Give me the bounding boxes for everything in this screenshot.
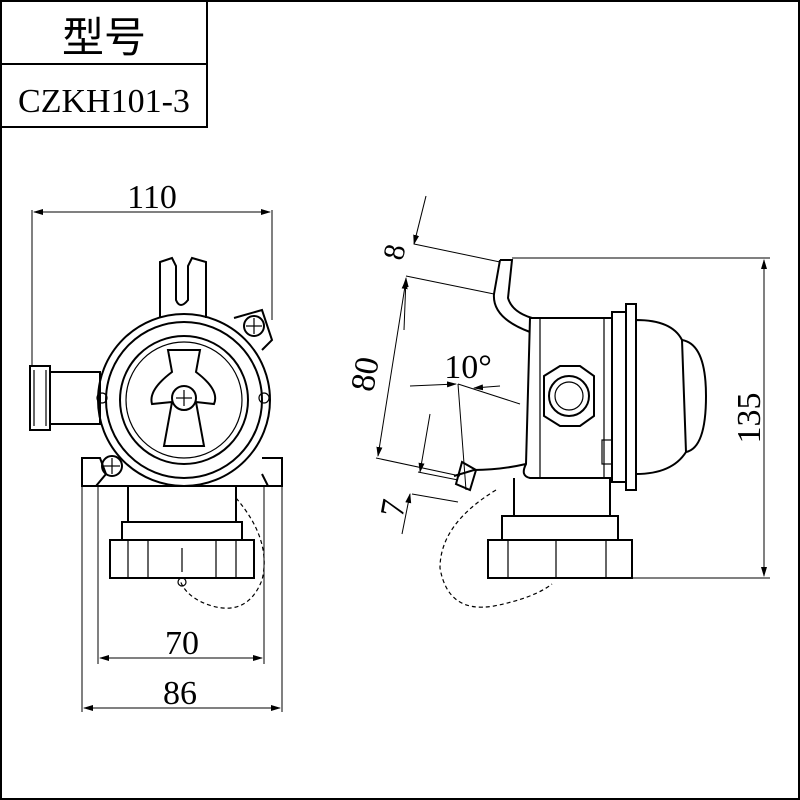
title-block: 型号 CZKH101-3 (0, 0, 208, 128)
model-value: CZKH101-3 (18, 83, 190, 120)
dimension-front-width: 110 (127, 179, 177, 216)
dimension-side-height: 135 (731, 393, 768, 444)
dimension-front-base-inner: 70 (165, 625, 199, 662)
screw-icon (243, 315, 265, 337)
dimension-front-base-outer: 86 (163, 675, 197, 712)
side-view: 135 8 80 10° 7 (344, 195, 770, 608)
dimension-side-top-offset: 8 (377, 241, 412, 263)
front-view: 110 70 86 (29, 179, 283, 712)
model-label: 型号 (62, 13, 146, 62)
dimension-side-bottom-offset: 7 (374, 497, 413, 520)
dimension-side-body-length: 80 (344, 354, 386, 394)
dimension-side-tilt-angle: 10° (444, 349, 492, 386)
